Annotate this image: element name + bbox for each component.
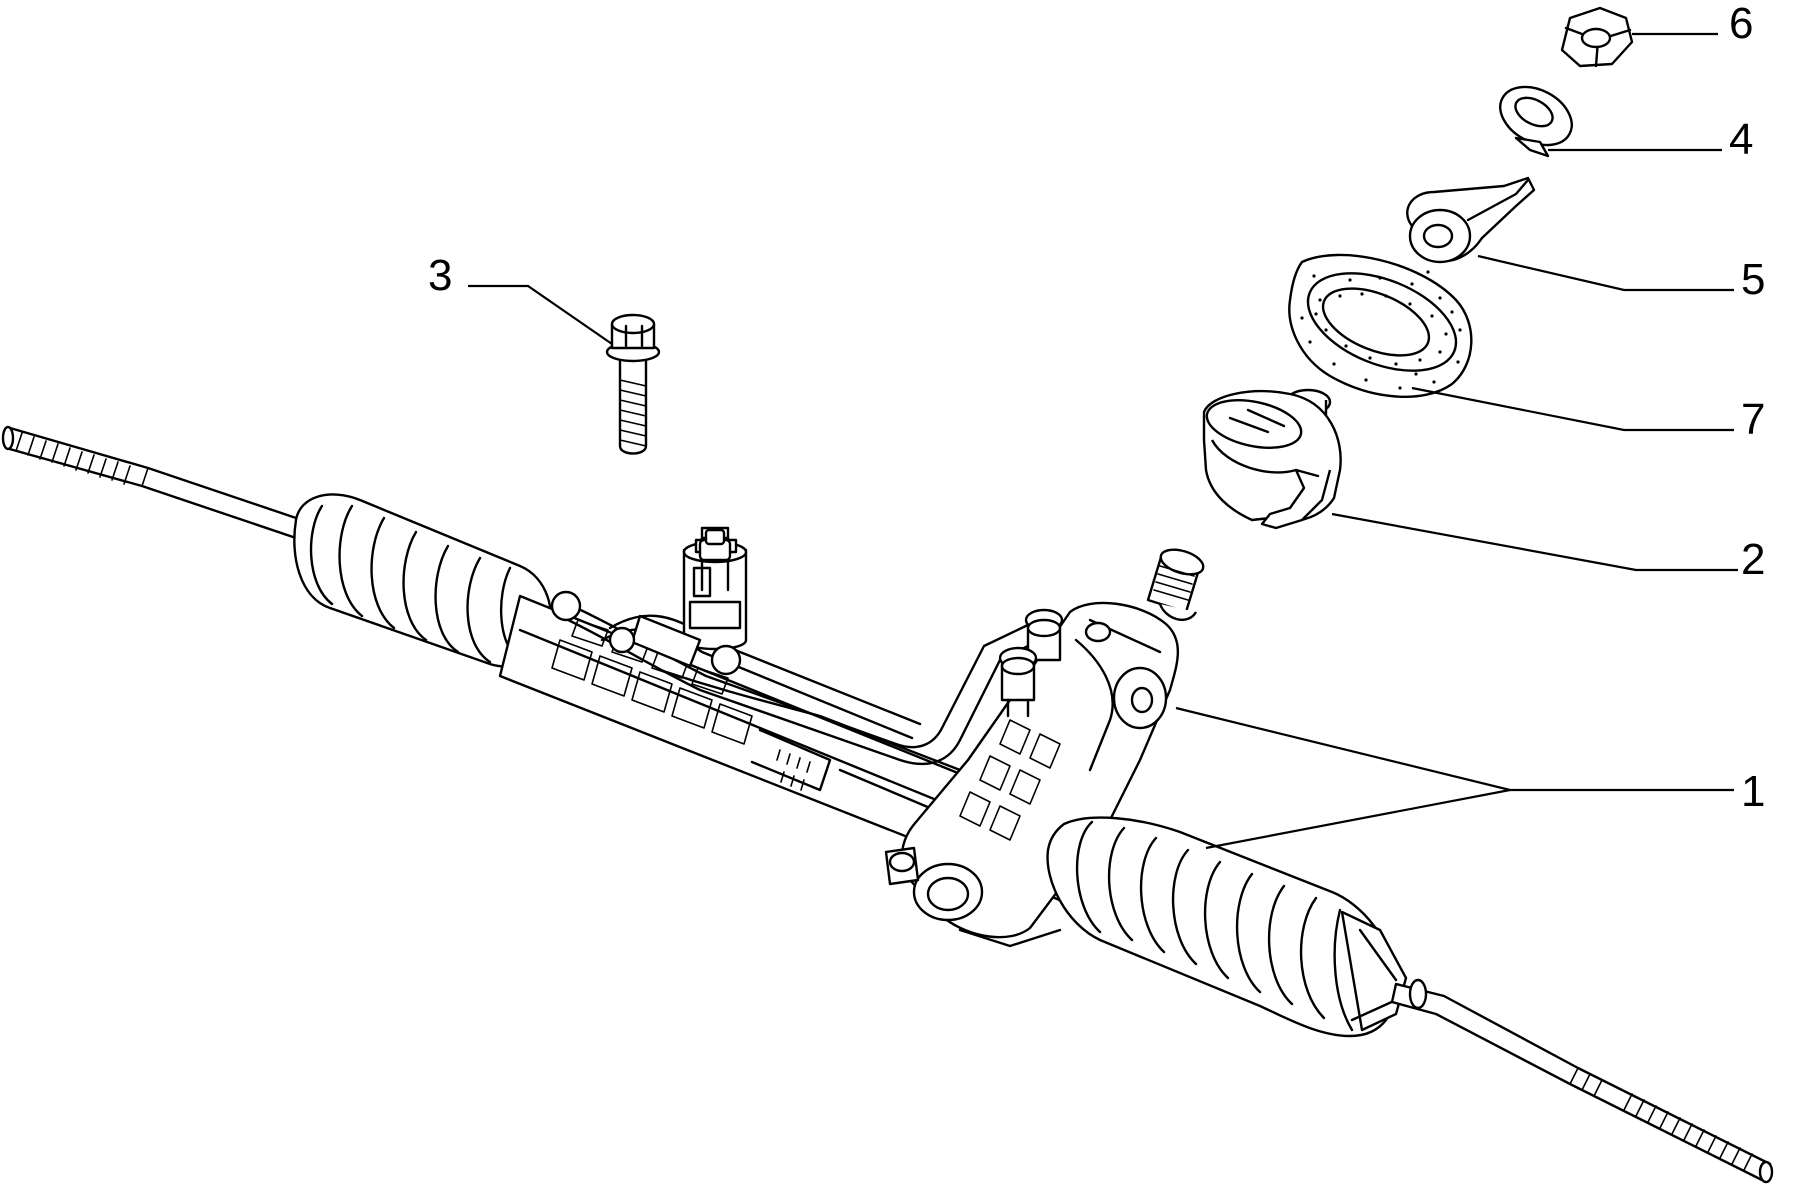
right-tie-rod <box>1390 978 1774 1184</box>
callout-labels: 1 2 3 4 5 6 7 <box>428 0 1765 816</box>
leader-line-2 <box>1331 512 1738 572</box>
callout-7: 7 <box>1741 395 1765 444</box>
callout-3: 3 <box>428 251 452 300</box>
pinion-housing <box>884 601 1180 948</box>
leader-line-7 <box>1411 386 1734 432</box>
leader-line-5 <box>1477 254 1734 292</box>
callout-5: 5 <box>1741 255 1765 304</box>
mounting-bracket-drawing <box>1406 176 1536 264</box>
spring-washer-drawing <box>1499 85 1573 158</box>
mount-bushing-drawing <box>1202 388 1342 530</box>
rack-assembly-drawing <box>1 425 1774 1184</box>
leader-lines <box>468 32 1738 850</box>
flange-bolt-drawing <box>605 313 661 455</box>
leader-line-1 <box>1175 706 1734 850</box>
housing-bolts <box>998 608 1064 718</box>
pinion-input-shaft <box>1146 548 1205 622</box>
left-bellows-boot <box>293 493 553 668</box>
leader-line-3 <box>468 284 613 345</box>
callout-2: 2 <box>1741 535 1765 584</box>
right-bellows-boot <box>1046 816 1408 1038</box>
callout-6: 6 <box>1729 0 1753 48</box>
callout-1: 1 <box>1741 767 1765 816</box>
hex-nut-drawing <box>1560 6 1634 68</box>
rubber-ring-drawing <box>1288 253 1473 398</box>
callout-4: 4 <box>1729 115 1753 164</box>
valve-post <box>550 526 748 676</box>
left-tie-rod <box>1 425 304 540</box>
